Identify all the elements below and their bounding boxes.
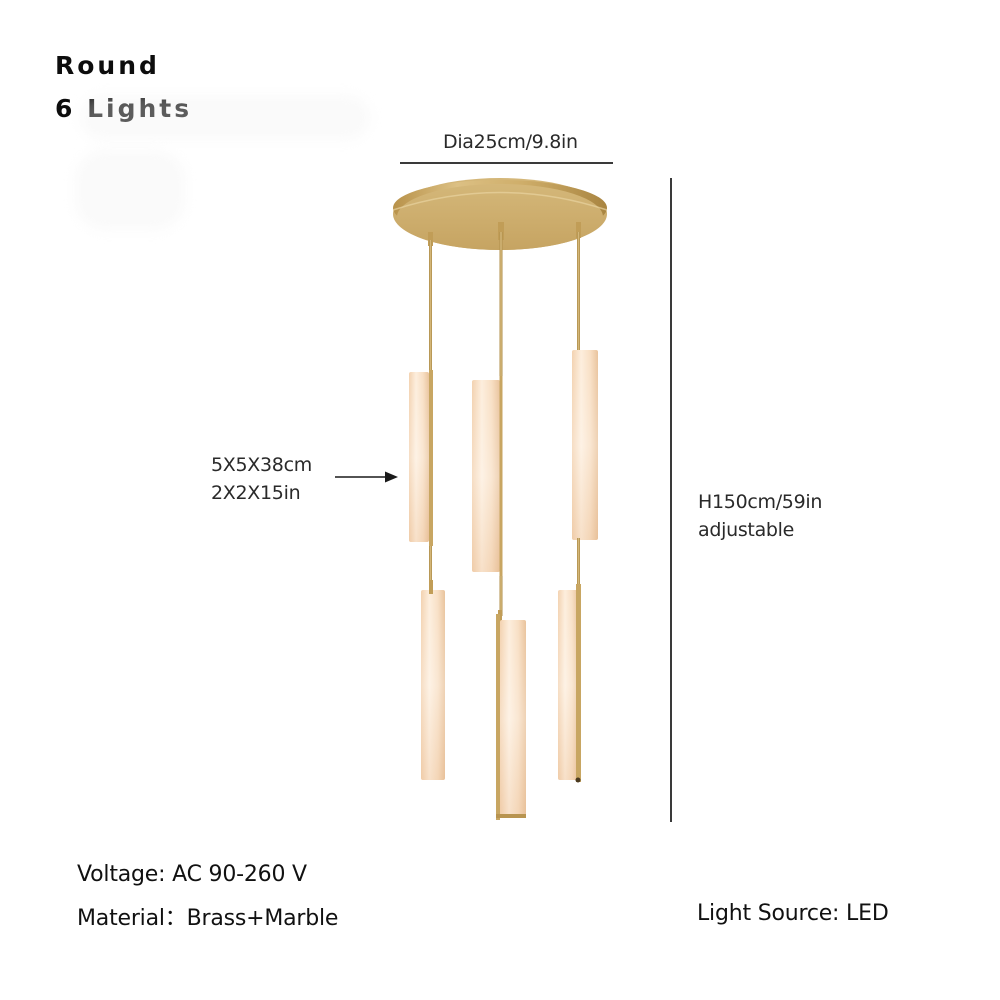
pendant-lamp-illustration [392, 178, 608, 820]
light-source-spec: Light Source: LED [697, 901, 889, 926]
faded-watermark [80, 95, 370, 140]
faded-watermark-2 [75, 150, 185, 230]
material-spec: Material：Brass+Marble [77, 906, 339, 931]
marble-shade-left-lower [421, 580, 445, 780]
marble-shade-right-lower [558, 584, 581, 783]
diameter-label: Dia25cm/9.8in [443, 131, 578, 153]
title-light-count: 6 Lights [55, 94, 193, 123]
marble-shade-right-upper [572, 350, 598, 588]
height-dimension-line [670, 178, 672, 822]
diameter-dimension-line [400, 162, 613, 164]
height-label: H150cm/59in adjustable [698, 488, 822, 544]
height-adjustable-note: adjustable [698, 519, 795, 541]
marble-shade-center-upper [472, 376, 503, 576]
ceiling-canopy [392, 178, 608, 250]
marble-shade-left-upper [409, 370, 433, 546]
title-shape: Round [55, 51, 160, 80]
arrow-right-icon [335, 471, 398, 483]
height-value: H150cm/59in [698, 491, 823, 513]
voltage-spec: Voltage: AC 90-260 V [77, 862, 307, 887]
marble-shade-center-lower [496, 610, 526, 820]
shade-size-cm: 5X5X38cm [211, 454, 312, 476]
product-title: Round 6 Lights [55, 44, 192, 130]
shade-size-in: 2X2X15in [211, 482, 301, 504]
shade-size-label: 5X5X38cm 2X2X15in [211, 451, 312, 507]
